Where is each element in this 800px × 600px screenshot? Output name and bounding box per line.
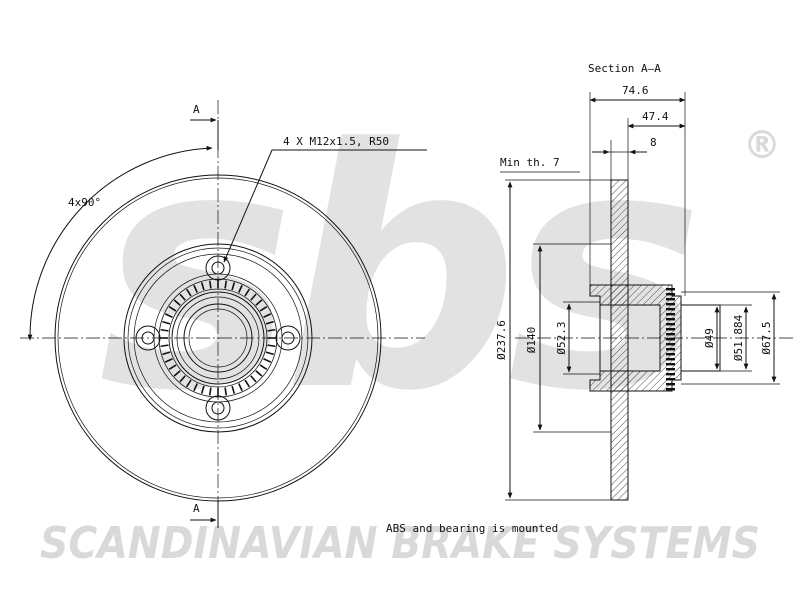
bearing-outline [680,304,721,372]
abs-tooth-section [666,368,675,371]
abs-tooth-section [666,343,675,346]
abs-tooth [255,370,263,377]
abs-tooth [162,351,171,356]
abs-tooth [238,284,243,293]
abs-tooth [250,293,257,301]
abs-tooth [244,288,251,297]
abs-tooth-section [666,338,675,341]
abs-tooth [267,344,276,348]
abs-tooth-section [666,328,675,331]
mounting-note: ABS and bearing is mounted [386,522,558,535]
abs-tooth [168,364,177,371]
abs-tooth [193,383,198,392]
section-title: Section A–A [588,62,661,75]
dia-bore-label: Ø49 [703,328,716,348]
abs-tooth-section [666,288,675,291]
abs-tooth [173,370,181,377]
abs-tooth-section [666,333,675,336]
abs-tooth-section [666,303,675,306]
section-marker-top: A [193,103,200,116]
section-view: Section A–A 74.6 47.4 8 Min th. 7 [495,62,795,501]
abs-tooth [231,282,236,291]
abs-tooth-section [666,323,675,326]
abs-tooth-section [666,373,675,376]
disc-friction-ring [610,179,629,501]
abs-tooth [263,358,272,363]
abs-tooth-section [666,298,675,301]
abs-tooth-section [666,308,675,311]
abs-tooth-section [666,388,675,391]
abs-tooth [160,344,169,348]
abs-tooth [231,385,236,394]
abs-tooth [160,328,169,332]
abs-tooth [265,320,274,325]
abs-tooth-section [666,348,675,351]
abs-tooth [200,385,205,394]
abs-tooth [244,379,251,388]
abs-tooth [259,364,268,371]
dia-outer-label: Ø237.6 [495,320,508,360]
bolt-hole-right [275,325,301,351]
bolt-leader-line [223,149,427,263]
abs-tooth [179,375,186,383]
dia-center-label: Ø52.3 [555,321,568,354]
abs-tooth-section [666,353,675,356]
abs-tooth-section [666,313,675,316]
abs-tooth [224,280,228,289]
abs-tooth-section [666,378,675,381]
width-total-label: 74.6 [622,84,649,97]
dia-abs-label: Ø67.5 [760,321,773,354]
angle-dimension-arc [27,145,213,341]
abs-tooth [224,387,228,396]
abs-tooth [208,387,212,396]
watermark-logo: sbs [98,79,692,463]
abs-tooth [263,313,272,318]
disc-thickness-label: 8 [650,136,657,149]
abs-tooth [164,358,173,363]
abs-tooth [267,328,276,332]
abs-tooth [250,375,257,383]
section-marker-bottom: A [193,502,200,515]
abs-tooth [208,280,212,289]
registered-mark: ® [743,123,781,167]
abs-tooth [255,299,263,306]
abs-tooth-section [666,358,675,361]
abs-tooth [265,351,274,356]
dia-bearing-label: Ø51.884 [732,314,745,361]
abs-tooth [185,379,192,388]
angle-label: 4x90° [68,196,101,209]
min-thickness-label: Min th. 7 [500,156,560,169]
company-name-watermark: SCANDINAVIAN BRAKE SYSTEMS [40,518,760,569]
front-view: A A 4x90° 4 X M12x1.5, R50 [20,100,427,528]
abs-tooth-section [666,318,675,321]
abs-tooth-section [666,293,675,296]
abs-tooth [238,383,243,392]
bolt-hole-bottom [205,395,231,421]
abs-tooth-section [666,383,675,386]
abs-tooth [259,305,268,312]
width-hub-label: 47.4 [642,110,669,123]
dia-hat-label: Ø140 [525,327,538,354]
bolt-pattern-label: 4 X M12x1.5, R50 [283,135,389,148]
abs-tooth-section [666,363,675,366]
abs-ring-teeth [666,288,675,391]
